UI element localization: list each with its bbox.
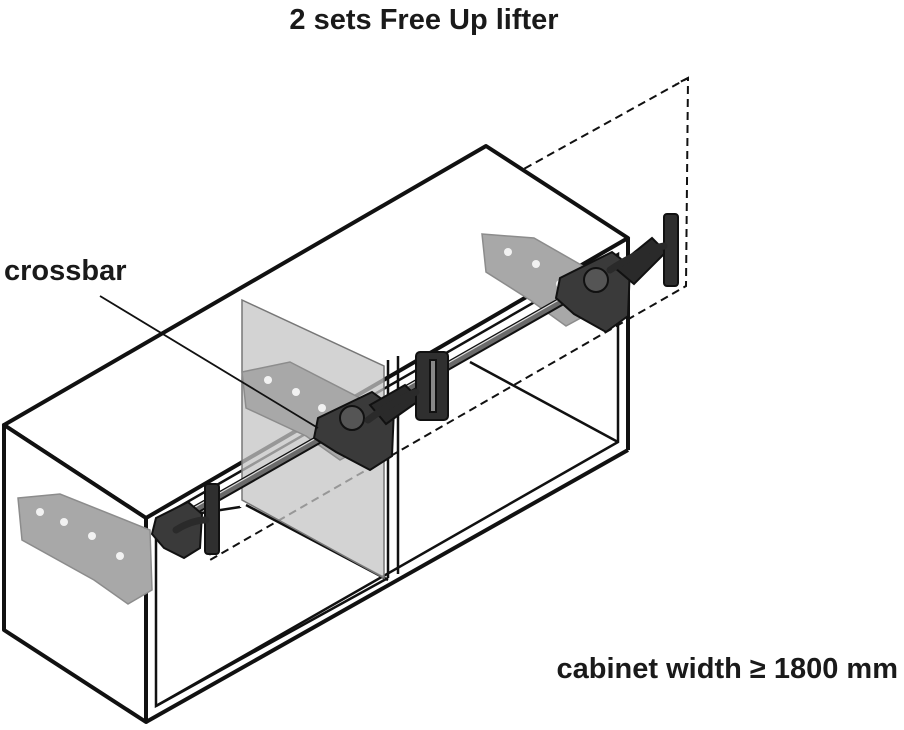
cabinet-width-label: cabinet width ≥ 1800 mm: [556, 653, 898, 685]
diagram-title: 2 sets Free Up lifter: [289, 4, 559, 36]
crossbar-leader-line: [99, 295, 319, 429]
cabinet-carcass: [2, 144, 630, 724]
crossbar-label: crossbar: [4, 255, 127, 287]
front-fittings: [204, 213, 679, 555]
lifter-arms: [172, 242, 668, 534]
ghost-bracket-holes: [36, 248, 564, 560]
